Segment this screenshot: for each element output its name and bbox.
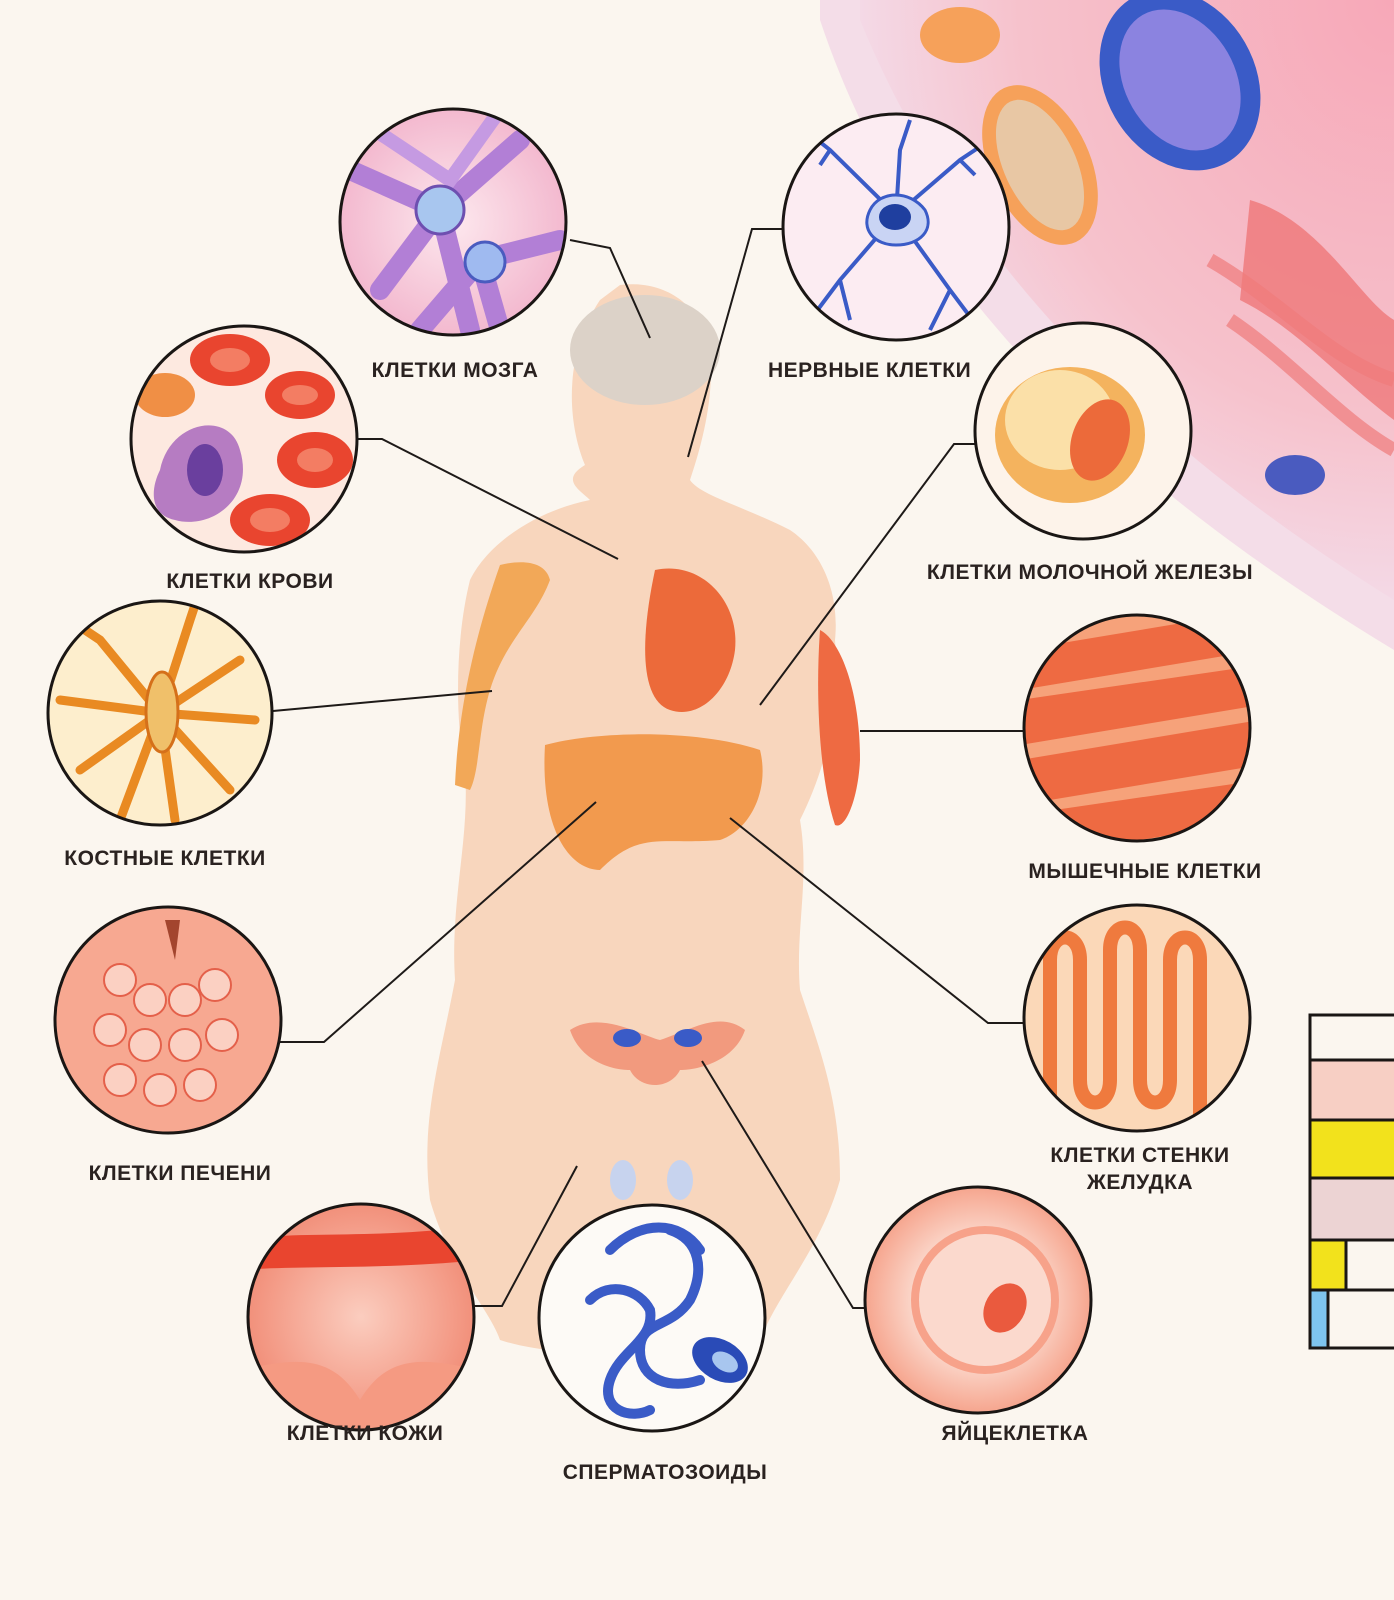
stomach-wall-cells-circle xyxy=(1022,903,1252,1133)
heart-shape xyxy=(645,568,736,712)
label-muscle-cells: МЫШЕЧНЫЕ КЛЕТКИ xyxy=(1028,860,1262,883)
bone-cells-circle xyxy=(46,599,274,827)
line-skin xyxy=(474,1165,578,1307)
brain-shape xyxy=(570,295,720,405)
legend-swatch-3 xyxy=(1308,1118,1394,1180)
line-brain xyxy=(569,239,651,339)
label-sperm-cells: СПЕРМАТОЗОИДЫ xyxy=(562,1461,768,1484)
label-mammary-cells: КЛЕТКИ МОЛОЧНОЙ ЖЕЛЕЗЫ xyxy=(926,561,1254,584)
label-nerve-cells: НЕРВНЫЕ КЛЕТКИ xyxy=(768,359,972,382)
line-egg xyxy=(701,1060,865,1309)
nerve-cells-circle xyxy=(781,112,1011,342)
arm-muscle-shape xyxy=(818,630,860,826)
ovary-right xyxy=(674,1029,702,1047)
testis-right xyxy=(667,1160,693,1200)
sperm-cells-circle xyxy=(537,1203,767,1433)
testis-left xyxy=(610,1160,636,1200)
label-bone-cells: КОСТНЫЕ КЛЕТКИ xyxy=(64,847,266,870)
legend-swatch-2 xyxy=(1308,1058,1394,1122)
label-brain-cells: КЛЕТКИ МОЗГА xyxy=(371,359,539,382)
muscle-cells-circle xyxy=(1022,613,1252,843)
label-skin-cells: КЛЕТКИ КОЖИ xyxy=(286,1422,444,1445)
humerus-bone xyxy=(455,562,550,790)
line-blood xyxy=(357,438,619,560)
liver-cells-circle xyxy=(53,905,283,1135)
line-bone xyxy=(272,690,493,712)
blood-cells-circle xyxy=(129,324,359,554)
brain-cells-circle xyxy=(338,107,568,337)
mammary-cells-circle xyxy=(973,321,1193,541)
skin-cells-circle xyxy=(246,1202,476,1432)
human-body-silhouette xyxy=(427,284,860,1356)
liver-shape xyxy=(544,734,763,870)
label-liver-cells: КЛЕТКИ ПЕЧЕНИ xyxy=(88,1162,272,1185)
label-blood-cells: КЛЕТКИ КРОВИ xyxy=(166,570,334,593)
legend-swatch-7 xyxy=(1308,1288,1330,1350)
label-stomach-cells-line2: ЖЕЛУДКА xyxy=(1086,1171,1194,1194)
label-stomach-cells-line1: КЛЕТКИ СТЕНКИ xyxy=(1050,1144,1230,1167)
line-mammary xyxy=(759,443,975,706)
line-stomach xyxy=(729,817,1024,1024)
legend-swatch-4 xyxy=(1308,1176,1394,1242)
legend-swatch-6 xyxy=(1344,1238,1394,1292)
line-liver xyxy=(280,801,597,1043)
leader-lines xyxy=(272,228,1024,1309)
egg-cell-circle xyxy=(863,1185,1093,1415)
legend-swatch-1 xyxy=(1308,1013,1394,1062)
line-nerve xyxy=(687,228,783,458)
legend-swatch-8 xyxy=(1326,1288,1394,1350)
ovary-left xyxy=(613,1029,641,1047)
legend-swatch-5 xyxy=(1308,1238,1348,1292)
label-egg-cell: ЯЙЦЕКЛЕТКА xyxy=(941,1422,1089,1445)
color-legend xyxy=(1308,1013,1394,1350)
